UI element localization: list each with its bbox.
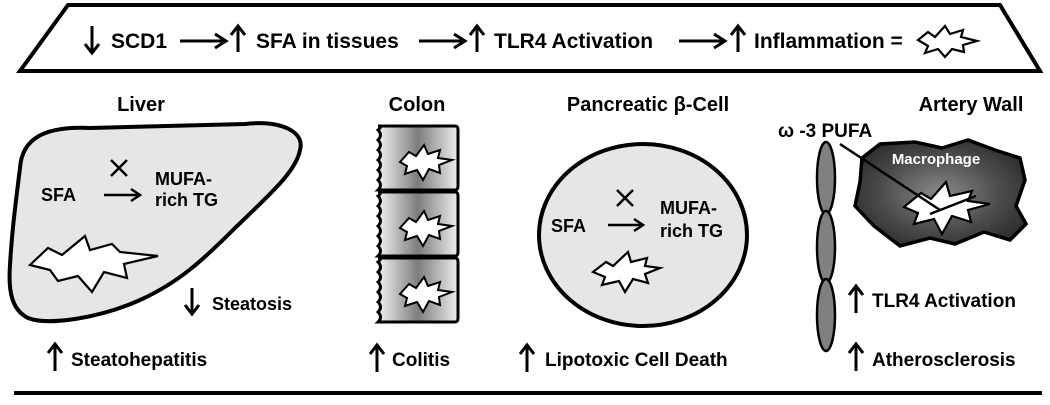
colon-outcome: Colitis <box>392 350 450 371</box>
liver-product-line1: MUFA- <box>155 169 212 189</box>
banner-frame <box>16 3 1044 73</box>
down-arrow-icon <box>83 26 101 56</box>
up-arrow-icon <box>468 23 486 52</box>
banner-step-scd1: SCD1 <box>111 30 167 53</box>
artery-title: Artery Wall <box>919 94 1024 116</box>
right-arrow-icon <box>180 32 229 50</box>
liver-title: Liver <box>117 94 165 116</box>
up-arrow-icon <box>729 23 747 52</box>
inflammation-burst-icon <box>398 143 456 183</box>
omega3-label: ω -3 PUFA <box>778 121 872 142</box>
down-arrow-icon <box>183 288 201 317</box>
liver-outcome: Steatohepatitis <box>71 350 207 371</box>
pancreas-sfa-label: SFA <box>551 216 586 236</box>
liver-sfa-label: SFA <box>41 185 76 205</box>
pancreas-outcome: Lipotoxic Cell Death <box>545 350 728 371</box>
up-arrow-icon <box>229 23 247 52</box>
up-arrow-icon <box>46 341 64 371</box>
right-arrow-icon <box>608 217 646 233</box>
up-arrow-icon <box>368 342 386 372</box>
inflammation-burst-icon <box>398 275 456 315</box>
banner-step-tlr4: TLR4 Activation <box>494 30 653 53</box>
up-arrow-icon <box>847 341 865 371</box>
omega3-pointer-line <box>839 142 941 212</box>
omega3-pointer-line <box>929 194 977 216</box>
colon-crypts <box>374 124 460 324</box>
right-arrow-icon <box>104 187 143 203</box>
endothelial-cells <box>815 140 837 353</box>
inflammation-burst-icon <box>590 249 665 295</box>
inflammation-burst-icon <box>398 209 456 249</box>
pancreas-title: Pancreatic β-Cell <box>567 94 729 116</box>
blocked-cross-icon <box>616 189 634 207</box>
endothelial-cell <box>815 209 837 285</box>
blocked-cross-icon <box>110 159 128 177</box>
pancreas-product-line2: rich TG <box>660 221 723 241</box>
up-arrow-icon <box>518 342 536 372</box>
endothelial-cell <box>815 140 837 216</box>
liver-effect-steatosis: Steatosis <box>212 294 292 314</box>
up-arrow-icon <box>847 283 865 313</box>
inflammation-burst-icon <box>916 24 982 59</box>
endothelial-cell <box>815 277 837 353</box>
right-arrow-icon <box>679 32 728 50</box>
banner-step-inflammation: Inflammation = <box>754 30 903 53</box>
inflammation-burst-icon <box>27 234 159 294</box>
pancreas-product-line1: MUFA- <box>660 198 717 218</box>
right-arrow-icon <box>419 32 468 50</box>
liver-product-line2: rich TG <box>155 190 218 210</box>
banner-step-sfa: SFA in tissues <box>256 30 399 53</box>
macrophage-label: Macrophage <box>892 151 980 168</box>
colon-title: Colon <box>389 94 446 116</box>
beta-cell-shape <box>537 142 749 328</box>
artery-outcome: Atherosclerosis <box>872 350 1016 371</box>
liver-shape <box>7 121 303 324</box>
artery-effect-tlr4: TLR4 Activation <box>872 291 1016 312</box>
